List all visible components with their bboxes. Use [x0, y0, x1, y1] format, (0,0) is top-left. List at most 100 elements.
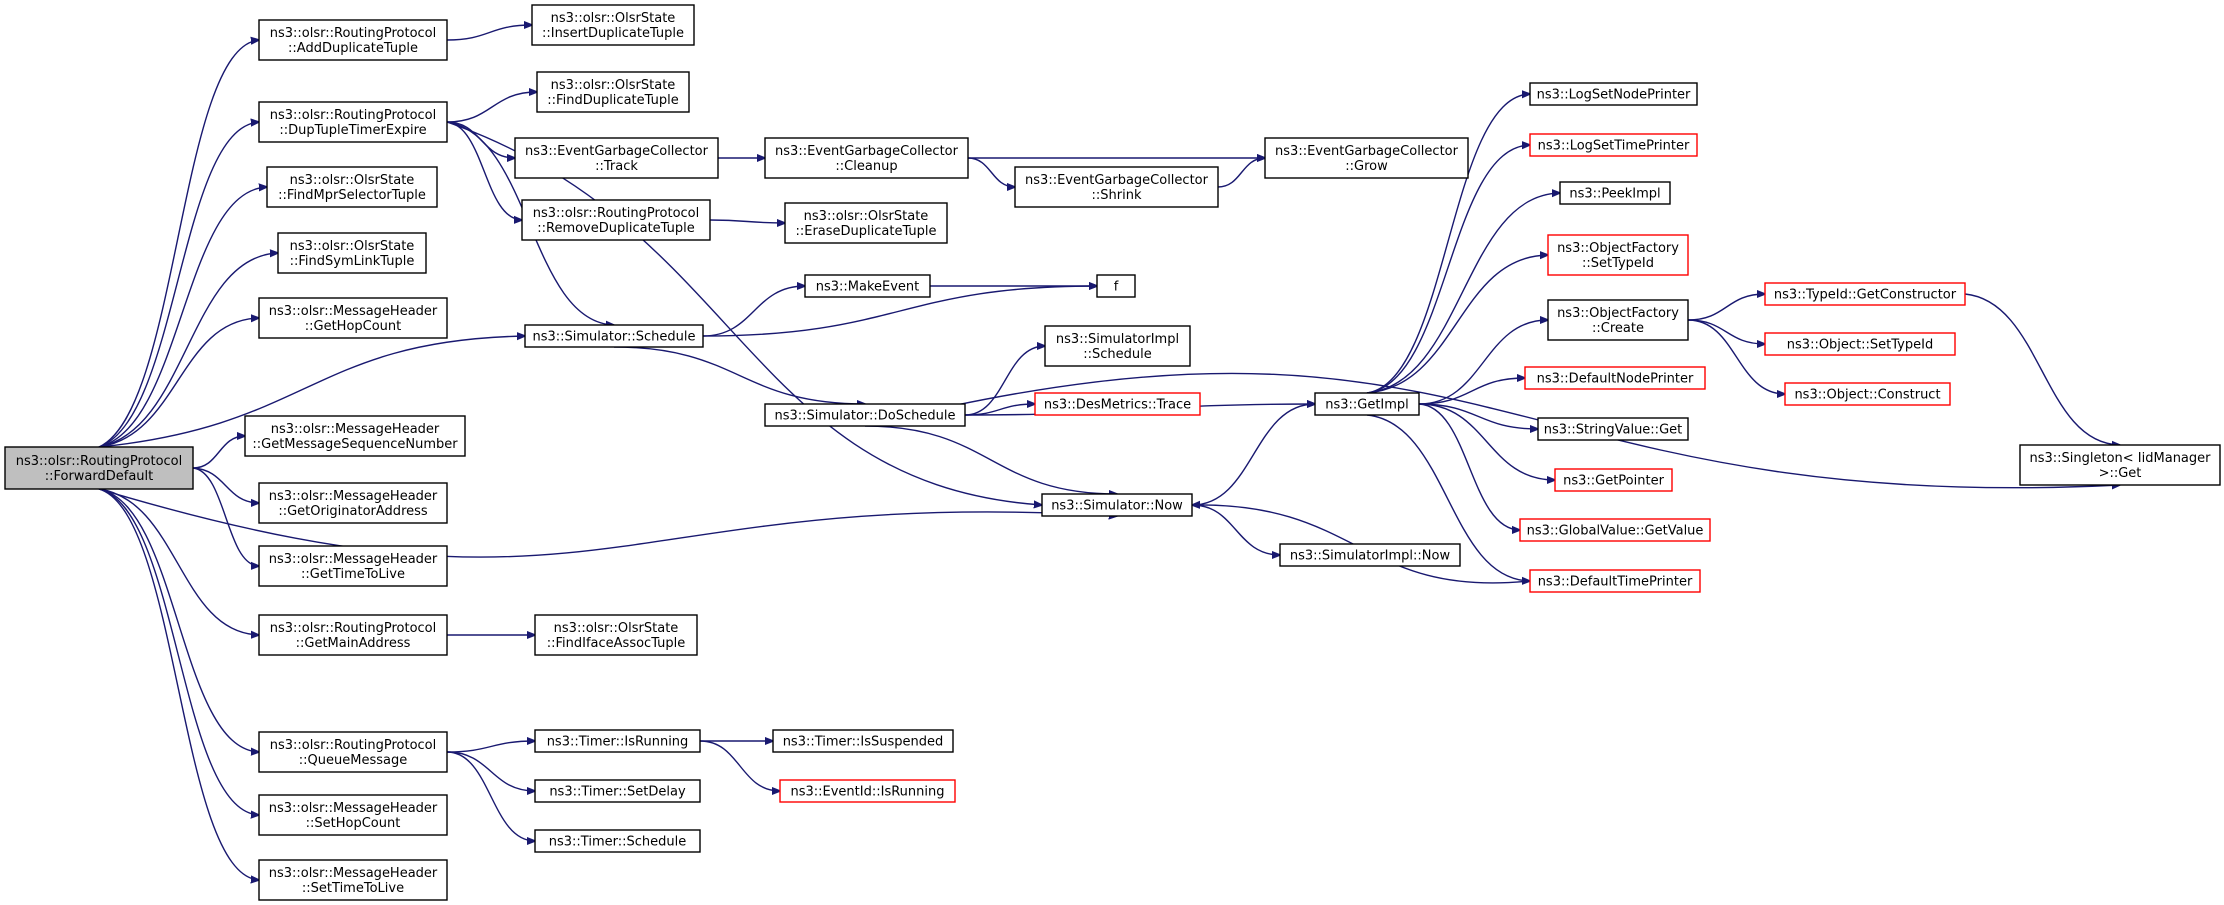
node-label: ns3::SimulatorImpl: [1056, 332, 1179, 347]
edge-doSched-to-singleton: [864, 372, 2120, 487]
node-insDup[interactable]: ns3::olsr::OlsrState::InsertDuplicateTup…: [531, 4, 695, 46]
node-label: ns3::GetImpl: [1325, 398, 1409, 413]
node-timerDelay[interactable]: ns3::Timer::SetDelay: [534, 779, 701, 803]
node-getOrig[interactable]: ns3::olsr::MessageHeader::GetOriginatorA…: [258, 482, 448, 524]
node-label: ::SetHopCount: [306, 816, 401, 831]
node-findIface[interactable]: ns3::olsr::OlsrState::FindIfaceAssocTupl…: [534, 614, 698, 656]
edge-egcCleanup-to-egcShrink: [967, 157, 1015, 187]
node-gvGet[interactable]: ns3::GlobalValue::GetValue: [1519, 518, 1711, 542]
edge-root-to-dupTimer: [98, 122, 259, 448]
node-defNode[interactable]: ns3::DefaultNodePrinter: [1524, 366, 1706, 390]
node-label: ::Shrink: [1092, 188, 1142, 203]
node-timerSusp[interactable]: ns3::Timer::IsSuspended: [772, 729, 954, 753]
node-getMain[interactable]: ns3::olsr::RoutingProtocol::GetMainAddre…: [258, 614, 448, 656]
edge-simSched-to-makeEvent: [702, 286, 805, 337]
node-doSched[interactable]: ns3::Simulator::DoSchedule: [764, 403, 966, 427]
node-logNode[interactable]: ns3::LogSetNodePrinter: [1529, 82, 1698, 106]
node-rmDup[interactable]: ns3::olsr::RoutingProtocol::RemoveDuplic…: [521, 199, 711, 241]
node-singleton[interactable]: ns3::Singleton< IidManager >::Get: [2019, 444, 2221, 486]
node-box: [534, 829, 701, 853]
node-box: [1547, 299, 1689, 341]
node-ofCreate[interactable]: ns3::ObjectFactory::Create: [1547, 299, 1689, 341]
node-box: [1314, 392, 1420, 416]
node-label: ns3::olsr::OlsrState: [290, 239, 415, 254]
node-simImplNow[interactable]: ns3::SimulatorImpl::Now: [1279, 543, 1461, 567]
node-box: [772, 729, 954, 753]
edge-addDup-to-insDup: [446, 25, 532, 41]
node-egcGrow[interactable]: ns3::EventGarbageCollector::Grow: [1264, 137, 1469, 179]
node-box: [784, 202, 948, 244]
edge-doSched-to-simImplSched: [964, 346, 1045, 416]
node-findSym[interactable]: ns3::olsr::OlsrState::FindSymLinkTuple: [277, 232, 427, 274]
node-box: [1034, 392, 1201, 416]
node-label: ::Grow: [1345, 159, 1388, 174]
node-label: ::GetMainAddress: [296, 636, 411, 651]
node-label: ns3::Timer::SetDelay: [549, 785, 686, 800]
node-getImpl[interactable]: ns3::GetImpl: [1314, 392, 1420, 416]
node-simNow[interactable]: ns3::Simulator::Now: [1041, 493, 1193, 517]
node-eidRun[interactable]: ns3::EventId::IsRunning: [779, 779, 956, 803]
node-egcTrack[interactable]: ns3::EventGarbageCollector::Track: [514, 137, 719, 179]
node-root[interactable]: ns3::olsr::RoutingProtocol::ForwardDefau…: [4, 446, 194, 490]
node-label: ns3::DefaultNodePrinter: [1537, 372, 1694, 387]
node-getPtr[interactable]: ns3::GetPointer: [1554, 468, 1673, 492]
node-getHop[interactable]: ns3::olsr::MessageHeader::GetHopCount: [258, 297, 448, 339]
node-tidCtor[interactable]: ns3::TypeId::GetConstructor: [1764, 282, 1966, 306]
node-label: ns3::TypeId::GetConstructor: [1774, 288, 1957, 303]
edge-getImpl-to-ofCreate: [1418, 320, 1548, 405]
edge-getImpl-to-strGet: [1418, 403, 1538, 429]
node-label: ns3::olsr::RoutingProtocol: [270, 26, 437, 41]
node-simSched[interactable]: ns3::Simulator::Schedule: [524, 324, 704, 348]
node-ofSetType[interactable]: ns3::ObjectFactory::SetTypeId: [1547, 234, 1689, 276]
node-box: [1547, 234, 1689, 276]
node-label: ns3::Singleton< IidManager: [2029, 451, 2211, 466]
node-objConstruct[interactable]: ns3::Object::Construct: [1784, 382, 1951, 406]
node-egcShrink[interactable]: ns3::EventGarbageCollector::Shrink: [1014, 166, 1219, 208]
node-getMsgSeq[interactable]: ns3::olsr::MessageHeader::GetMessageSequ…: [244, 415, 466, 457]
node-objSetType[interactable]: ns3::Object::SetTypeId: [1764, 332, 1956, 356]
node-simImplSched[interactable]: ns3::SimulatorImpl::Schedule: [1044, 325, 1191, 367]
node-findMpr[interactable]: ns3::olsr::OlsrState::FindMprSelectorTup…: [266, 166, 438, 208]
node-label: ::DupTupleTimerExpire: [279, 123, 426, 138]
node-logTime[interactable]: ns3::LogSetTimePrinter: [1529, 133, 1698, 157]
node-dupTimer[interactable]: ns3::olsr::RoutingProtocol::DupTupleTime…: [258, 101, 448, 143]
node-strGet[interactable]: ns3::StringValue::Get: [1537, 417, 1689, 441]
node-label: ::InsertDuplicateTuple: [542, 26, 684, 41]
node-label: ns3::EventId::IsRunning: [790, 785, 944, 800]
node-getTTL[interactable]: ns3::olsr::MessageHeader::GetTimeToLive: [258, 545, 448, 587]
node-box: [1529, 569, 1701, 593]
node-queueMsg[interactable]: ns3::olsr::RoutingProtocol::QueueMessage: [258, 731, 448, 773]
node-setHop[interactable]: ns3::olsr::MessageHeader::SetHopCount: [258, 794, 448, 836]
node-setTTL[interactable]: ns3::olsr::MessageHeader::SetTimeToLive: [258, 859, 448, 901]
edge-queueMsg-to-timerRun: [446, 741, 535, 753]
node-makeEvent[interactable]: ns3::MakeEvent: [804, 274, 931, 298]
node-label: ns3::olsr::RoutingProtocol: [270, 738, 437, 753]
node-box: [258, 19, 448, 61]
node-box: [1764, 282, 1966, 306]
node-box: [1559, 181, 1671, 205]
node-findDup[interactable]: ns3::olsr::OlsrState::FindDuplicateTuple: [536, 71, 690, 113]
node-label: ns3::olsr::MessageHeader: [269, 489, 438, 504]
node-desTrace[interactable]: ns3::DesMetrics::Trace: [1034, 392, 1201, 416]
node-box: [764, 137, 969, 179]
node-f[interactable]: f: [1096, 274, 1136, 298]
node-box: [1044, 325, 1191, 367]
edge-getImpl-to-logNode: [1366, 94, 1530, 394]
node-label: ::GetHopCount: [305, 319, 402, 334]
node-timerRun[interactable]: ns3::Timer::IsRunning: [534, 729, 701, 753]
edge-getImpl-to-ofSetType: [1366, 255, 1548, 394]
node-addDup[interactable]: ns3::olsr::RoutingProtocol::AddDuplicate…: [258, 19, 448, 61]
node-egcCleanup[interactable]: ns3::EventGarbageCollector::Cleanup: [764, 137, 969, 179]
node-defTime[interactable]: ns3::DefaultTimePrinter: [1529, 569, 1701, 593]
node-label: ns3::Timer::IsSuspended: [783, 735, 944, 750]
node-label: ns3::ObjectFactory: [1557, 241, 1679, 256]
node-peekImpl[interactable]: ns3::PeekImpl: [1559, 181, 1671, 205]
edge-root-to-getMsgSeq: [192, 436, 245, 469]
node-label: ns3::olsr::MessageHeader: [269, 552, 438, 567]
node-timerSched[interactable]: ns3::Timer::Schedule: [534, 829, 701, 853]
node-label: ::GetTimeToLive: [301, 567, 405, 582]
node-label: ns3::olsr::RoutingProtocol: [270, 108, 437, 123]
node-label: ns3::olsr::RoutingProtocol: [533, 206, 700, 221]
node-box: [258, 545, 448, 587]
node-eraseDup[interactable]: ns3::olsr::OlsrState::EraseDuplicateTupl…: [784, 202, 948, 244]
